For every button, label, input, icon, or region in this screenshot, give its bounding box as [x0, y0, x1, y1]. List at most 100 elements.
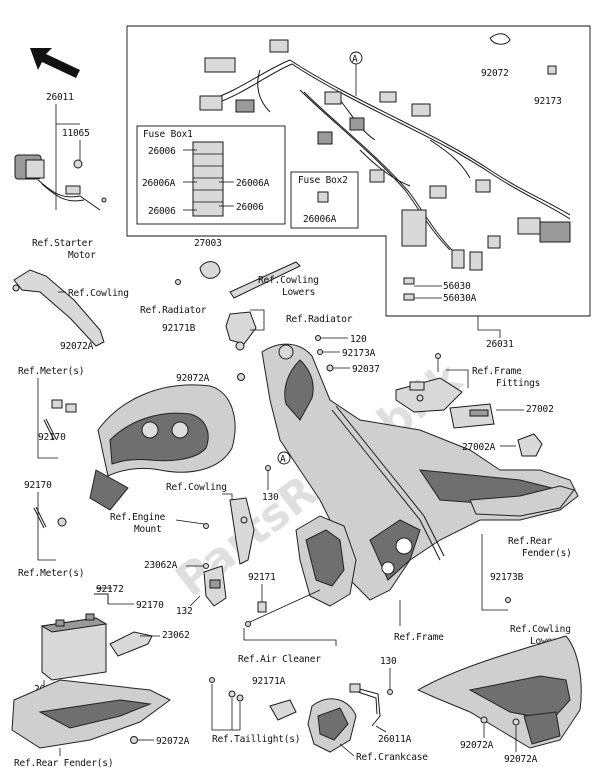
label-92037: 92037 [352, 364, 380, 375]
label-56030A: 56030A [443, 293, 477, 304]
fuse-box-2-title: Fuse Box2 [298, 175, 348, 186]
label-92072A-1: 92072A [60, 341, 94, 352]
clip-92072A-3-shape [130, 736, 138, 744]
leader-ref-meter-1 [37, 378, 58, 459]
label-23062: 23062 [162, 630, 190, 641]
battery-strap-23062-shape [109, 631, 153, 657]
ref-engine-mount-2: Mount [134, 524, 162, 535]
label-130-1: 130 [262, 492, 279, 503]
nut-92173A-shape [317, 349, 323, 355]
fairing-stay-shape [89, 384, 236, 511]
fuse-box-2-box [290, 171, 359, 229]
engine-mount-bracket-shape [203, 497, 255, 565]
label-26006-b: 26006 [148, 206, 176, 217]
label-26011A: 26011A [378, 734, 412, 745]
clamp-92037-shape [326, 364, 334, 372]
label-26006-c: 26006 [236, 202, 264, 213]
label-92170-2: 92170 [24, 480, 52, 491]
ref-cowling-1: Ref.Cowling [68, 288, 129, 299]
label-92171B: 92171B [162, 323, 196, 334]
front-direction-arrow-icon [30, 48, 80, 78]
leader-air-cleaner [249, 589, 321, 623]
ref-frame: Ref.Frame [394, 632, 444, 643]
label-26011: 26011 [46, 92, 74, 103]
ref-cowling-lowers-1: Ref.Cowling [258, 275, 319, 286]
bolt-130-2-shape [387, 689, 393, 695]
label-27003: 27003 [194, 238, 222, 249]
label-120: 120 [350, 334, 367, 345]
callout-a2: A [280, 454, 286, 465]
ref-radiator-2: Ref.Radiator [286, 314, 353, 325]
label-26006-a: 26006 [148, 146, 176, 157]
leader-26031 [477, 316, 501, 338]
clamp-92171-shape [257, 601, 267, 613]
starter-relay-shape [14, 154, 107, 211]
label-56030: 56030 [443, 281, 471, 292]
battery-shape [40, 613, 108, 681]
ref-taillight: Ref.Taillight(s) [212, 734, 300, 745]
leader-ref-meter-2 [37, 492, 56, 561]
callout-a: A [352, 54, 358, 65]
clip-92072-shape [489, 33, 511, 45]
leader-ref-rear-fender-r [481, 534, 508, 611]
label-92170-3: 92170 [136, 600, 164, 611]
callout-a2-circle [277, 451, 291, 465]
label-92173: 92173 [534, 96, 562, 107]
meter-bolt-shape [43, 399, 77, 441]
meter-bolt-lower-shape [33, 506, 67, 529]
ref-rear-fender-r2: Fender(s) [522, 548, 572, 559]
cowling-lower-shape [416, 635, 582, 749]
leader-frame-fit [446, 369, 469, 388]
fuse-box-1-fuses [183, 141, 234, 217]
clip-92072A-4-shape [480, 716, 488, 724]
label-132: 132 [176, 606, 193, 617]
bracket-27003-shape [175, 261, 301, 299]
frame-fitting-bracket-shape [395, 377, 463, 413]
label-92172: 92172 [96, 584, 124, 595]
label-92170-1: 92170 [38, 432, 66, 443]
crankcase-cover-shape [307, 698, 357, 753]
label-11065: 11065 [62, 128, 90, 139]
ref-engine-mount-1: Ref.Engine [110, 512, 166, 523]
nut-92173B-shape [505, 597, 511, 603]
label-92072A-2: 92072A [176, 373, 210, 384]
nut-92173-shape [547, 65, 557, 75]
ref-meter-2: Ref.Meter(s) [18, 568, 84, 579]
ref-radiator-1: Ref.Radiator [140, 305, 207, 316]
leader-ref-radiator [250, 309, 265, 331]
ref-cowling-lowers-r1: Ref.Cowling [510, 624, 571, 635]
rear-fender-lower-shape [11, 679, 171, 749]
air-cleaner-shape [295, 515, 357, 607]
label-92072A-3: 92072A [156, 736, 190, 747]
label-92171: 92171 [248, 572, 276, 583]
label-27002: 27002 [526, 404, 554, 415]
harness-group-box [126, 25, 591, 317]
ecu-27002-shape [449, 403, 495, 429]
label-26006A-a: 26006A [142, 178, 176, 189]
ref-meter-1: Ref.Meter(s) [18, 366, 84, 377]
label-92072: 92072 [481, 68, 509, 79]
clip-92072A-2-shape [237, 373, 245, 381]
bolt-130-1-shape [265, 465, 271, 471]
label-92171A: 92171A [252, 676, 286, 687]
fuse-box-2-fuse [317, 191, 329, 203]
cable-92172-shape [94, 593, 109, 604]
label-27002A: 27002A [462, 442, 496, 453]
ref-frame-fittings-1: Ref.Frame [472, 366, 522, 377]
relay-27002A-shape [517, 433, 543, 457]
label-92173B: 92173B [490, 572, 524, 583]
bolt-23062A-shape [203, 563, 209, 569]
fuse-56030-shape [403, 277, 442, 301]
label-26031: 26031 [486, 339, 514, 350]
cowling-bracket-shape [12, 269, 105, 347]
label-26006A-c: 26006A [303, 214, 337, 225]
label-92173A: 92173A [342, 348, 376, 359]
wiring-harness [199, 39, 571, 271]
ref-frame-fittings-2: Fittings [496, 378, 540, 389]
cable-26011A-shape [349, 683, 381, 727]
ref-starter-motor-1: Ref.Starter [32, 238, 93, 249]
ref-air-cleaner: Ref.Air Cleaner [238, 654, 321, 665]
clip-92072A-5-shape [512, 718, 520, 726]
